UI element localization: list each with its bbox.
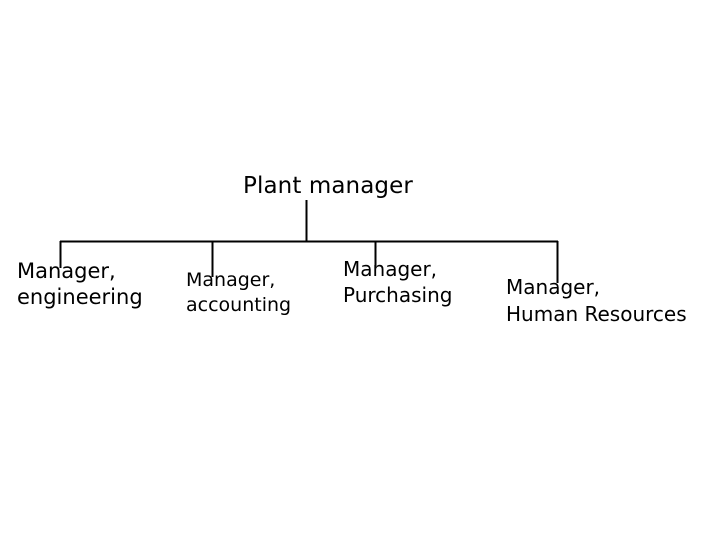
node-manager-purchasing-line1: Manager, [343, 257, 438, 281]
node-manager-engineering: Manager, engineering [17, 258, 143, 310]
node-plant-manager-label: Plant manager [243, 173, 413, 199]
node-manager-accounting-line1: Manager, [186, 269, 276, 291]
node-manager-human-resources-line2: Human Resources [506, 302, 687, 326]
node-plant-manager: Plant manager [243, 172, 413, 200]
node-manager-purchasing-line2: Purchasing [343, 283, 453, 307]
node-manager-human-resources: Manager, Human Resources [506, 274, 687, 328]
node-manager-human-resources-line1: Manager, [506, 275, 601, 299]
node-manager-accounting-line2: accounting [186, 294, 292, 316]
node-manager-accounting: Manager, accounting [186, 268, 291, 318]
node-manager-engineering-line1: Manager, [17, 259, 116, 283]
node-manager-purchasing: Manager, Purchasing [343, 256, 452, 308]
node-manager-engineering-line2: engineering [17, 285, 143, 309]
